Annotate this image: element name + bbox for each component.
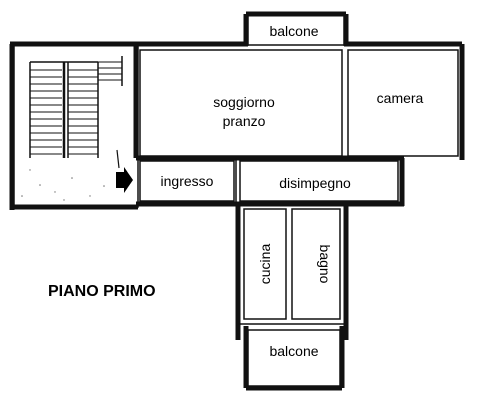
room-disimpegno: disimpegno [239, 160, 399, 202]
balcone-top: balcone [243, 11, 349, 46]
floor-title: PIANO PRIMO [48, 283, 156, 300]
upper-walls [130, 41, 465, 160]
room-camera: camera [347, 49, 459, 157]
pranzo-label: pranzo [223, 113, 266, 129]
balcone-bottom: balcone [243, 326, 345, 391]
entry-arrow-icon [116, 167, 133, 193]
soggiorno-outline [139, 49, 343, 157]
lower-walls [235, 204, 349, 340]
ingresso-outline [139, 160, 235, 202]
arrow-guide-line [116, 149, 120, 169]
room-soggiorno-pranzo: soggiorno pranzo [139, 49, 343, 157]
ingresso-label: ingresso [161, 173, 214, 189]
balcone-bottom-label: balcone [269, 343, 318, 359]
soggiorno-label: soggiorno [213, 94, 275, 110]
stairwell [9, 41, 139, 210]
bagno-label: bagno [317, 245, 333, 284]
balcone-top-label: balcone [269, 23, 318, 39]
room-ingresso: ingresso [139, 160, 235, 202]
room-bagno: bagno [291, 208, 341, 320]
cucina-label: cucina [257, 244, 273, 285]
stairwell-texture [21, 169, 105, 201]
camera-outline [347, 49, 459, 157]
camera-label: camera [377, 90, 424, 106]
bagno-outline [291, 208, 341, 320]
staircase-icon [29, 56, 123, 158]
room-cucina: cucina [243, 208, 287, 320]
disimpegno-outline [239, 160, 399, 202]
cucina-outline [243, 208, 287, 320]
disimpegno-label: disimpegno [279, 175, 351, 191]
